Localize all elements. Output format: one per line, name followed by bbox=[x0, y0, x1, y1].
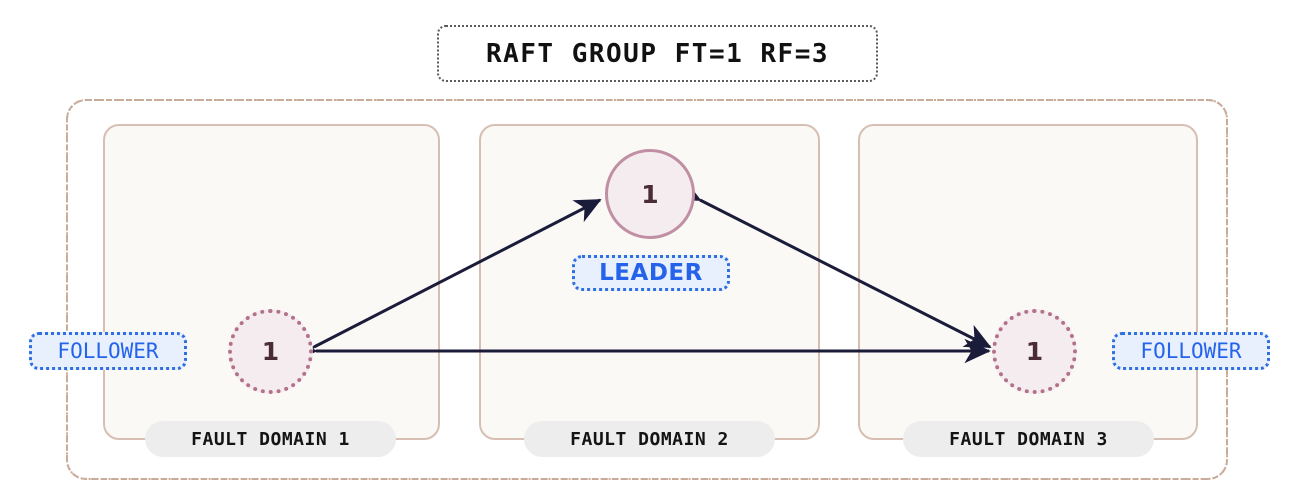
role-badge-leader: LEADER bbox=[572, 255, 730, 291]
fault-domain-3-label: FAULT DOMAIN 3 bbox=[903, 421, 1154, 457]
role-badge-leader-label: LEADER bbox=[599, 260, 703, 286]
node-follower-right-number: 1 bbox=[1025, 337, 1044, 366]
raft-group-boundary bbox=[66, 99, 1228, 480]
role-badge-follower-right: FOLLOWER bbox=[1112, 332, 1270, 370]
role-badge-follower-left-label: FOLLOWER bbox=[57, 339, 159, 363]
fault-domain-3-label-text: FAULT DOMAIN 3 bbox=[949, 428, 1108, 450]
fault-domain-2-label-text: FAULT DOMAIN 2 bbox=[570, 428, 729, 450]
node-leader[interactable]: 1 bbox=[605, 149, 695, 239]
node-follower-left-number: 1 bbox=[261, 337, 280, 366]
node-follower-left[interactable]: 1 bbox=[228, 309, 313, 394]
diagram-title-box: RAFT GROUP FT=1 RF=3 bbox=[437, 25, 878, 82]
node-leader-number: 1 bbox=[641, 179, 659, 209]
page-title: RAFT GROUP FT=1 RF=3 bbox=[485, 38, 830, 69]
role-badge-follower-right-label: FOLLOWER bbox=[1140, 339, 1242, 363]
fault-domain-2-label: FAULT DOMAIN 2 bbox=[524, 421, 775, 457]
fault-domain-1-label-text: FAULT DOMAIN 1 bbox=[191, 428, 350, 450]
node-follower-right[interactable]: 1 bbox=[992, 309, 1077, 394]
role-badge-follower-left: FOLLOWER bbox=[29, 332, 187, 370]
fault-domain-1-label: FAULT DOMAIN 1 bbox=[145, 421, 396, 457]
